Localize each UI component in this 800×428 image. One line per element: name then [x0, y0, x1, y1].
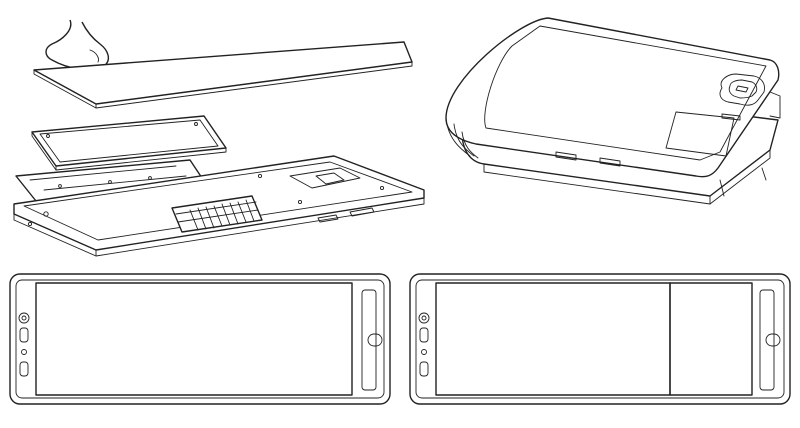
home-button-icon	[367, 333, 383, 347]
earpiece-icon	[19, 327, 29, 343]
earpiece-icon	[419, 327, 429, 343]
finger-icon	[45, 19, 110, 71]
unfolded-front-view	[9, 273, 391, 405]
camera-module-icon	[719, 73, 765, 106]
display-module-layer	[31, 115, 227, 171]
exploded-view	[13, 19, 425, 257]
front-camera-icon	[18, 312, 30, 324]
front-camera-icon	[418, 312, 430, 324]
main-screen	[35, 282, 353, 396]
home-button-icon	[765, 333, 781, 347]
unfolded-split-view	[409, 273, 791, 405]
cover-glass-layer	[33, 41, 413, 109]
split-screen-secondary	[669, 282, 753, 396]
hinge-mechanism	[171, 195, 263, 233]
folded-view	[445, 17, 781, 205]
cover-display-window	[665, 111, 735, 157]
